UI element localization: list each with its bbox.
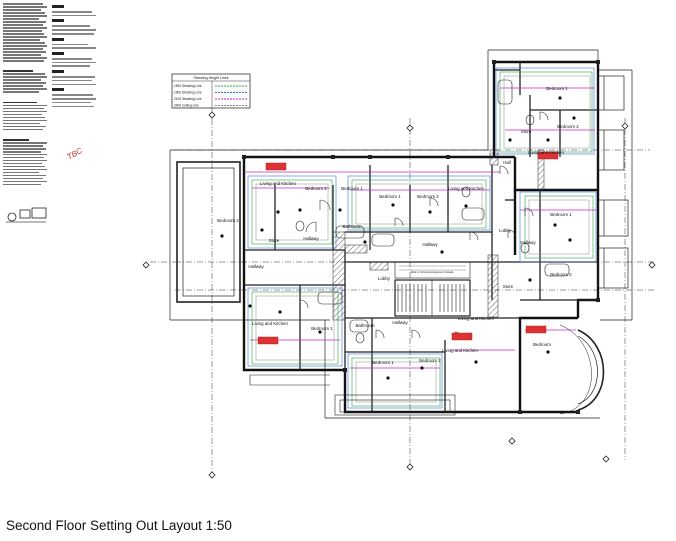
height-lines-magenta xyxy=(244,87,596,369)
room-label: Store xyxy=(269,238,280,243)
svg-text:TBC: TBC xyxy=(66,146,85,162)
standing-height-legend: Standing Height Lines 1500 Standing Line… xyxy=(171,73,251,109)
height-lines-blue xyxy=(247,67,597,409)
stair-note: Refer to Structural Engineer's Details xyxy=(411,270,454,274)
room-label: Bedroom 2 xyxy=(217,218,239,223)
room-label: Bedroom 1 xyxy=(379,194,401,199)
room-label: Hallway xyxy=(392,320,408,325)
drawing-title: Second Floor Setting Out Layout 1:50 xyxy=(6,518,232,533)
symbol-key-column xyxy=(52,2,100,109)
height-lines-grey xyxy=(255,75,591,403)
curved-bay xyxy=(559,324,605,415)
room-label: Bathroom xyxy=(355,323,374,328)
room-label: Living and Kitchen xyxy=(260,181,296,186)
room-label: Bedroom 1 xyxy=(546,86,568,91)
room-label: Living and Kitchen xyxy=(252,321,288,326)
room-label: Lobby xyxy=(378,276,391,281)
stair-core xyxy=(394,261,471,317)
room-label: Hallway xyxy=(422,242,438,247)
room-label: Bedroom 2 xyxy=(305,186,327,191)
fixture-dots xyxy=(220,96,576,380)
room-label: Bedroom 1 xyxy=(550,212,572,217)
height-lines-green xyxy=(251,71,594,407)
legend-item-label: 1900 Standing Line xyxy=(174,91,202,95)
outer-boundary xyxy=(169,49,633,419)
room-label: Hallway xyxy=(303,236,319,241)
room-label: Bathroom xyxy=(342,224,361,229)
red-callout-tags xyxy=(257,151,559,345)
room-label: Store xyxy=(521,129,532,134)
room-label: Lobby xyxy=(499,228,512,233)
legend-item-label: 2400 Ceiling Line xyxy=(174,104,199,108)
legend-item-label: 2100 Standing Line xyxy=(174,97,202,101)
room-label: Bedroom xyxy=(533,342,551,347)
hatched-walls xyxy=(332,149,545,321)
notes-symbols xyxy=(6,207,47,223)
room-label: Bedroom 2 xyxy=(417,194,439,199)
tbc-stamp: TBC xyxy=(66,146,85,162)
east-bays xyxy=(597,75,629,289)
legend-title: Standing Height Lines xyxy=(193,76,228,80)
legend-item-label: 1500 Standing Line xyxy=(174,84,202,88)
room-label: Living and Kitchen xyxy=(442,348,478,353)
room-label: Bedroom 2 xyxy=(419,358,441,363)
room-label: Living and Kitchen xyxy=(448,186,484,191)
room-label: Living and Kitchen xyxy=(528,150,564,155)
column-markers xyxy=(242,60,600,414)
room-label: Bedroom 2 xyxy=(557,124,579,129)
grid-lines xyxy=(150,108,655,476)
room-label: Bedroom 2 xyxy=(550,272,572,277)
grid-markers xyxy=(142,111,656,479)
room-label: Bedroom 1 xyxy=(372,360,394,365)
room-label: Hall xyxy=(503,160,511,165)
south-balcony xyxy=(249,374,456,416)
bathroom-fixtures xyxy=(295,79,570,344)
room-label: Store xyxy=(503,284,514,289)
room-label: Living and Kitchen xyxy=(458,316,494,321)
general-notes-column xyxy=(3,2,49,187)
room-label: Hallway xyxy=(520,240,536,245)
room-label: Hallway xyxy=(248,264,264,269)
room-labels: Living and Kitchen Bedroom 2 Bedroom 1 B… xyxy=(217,86,579,365)
room-label: Bedroom 1 xyxy=(311,326,333,331)
room-label: Bedroom 1 xyxy=(341,186,363,191)
